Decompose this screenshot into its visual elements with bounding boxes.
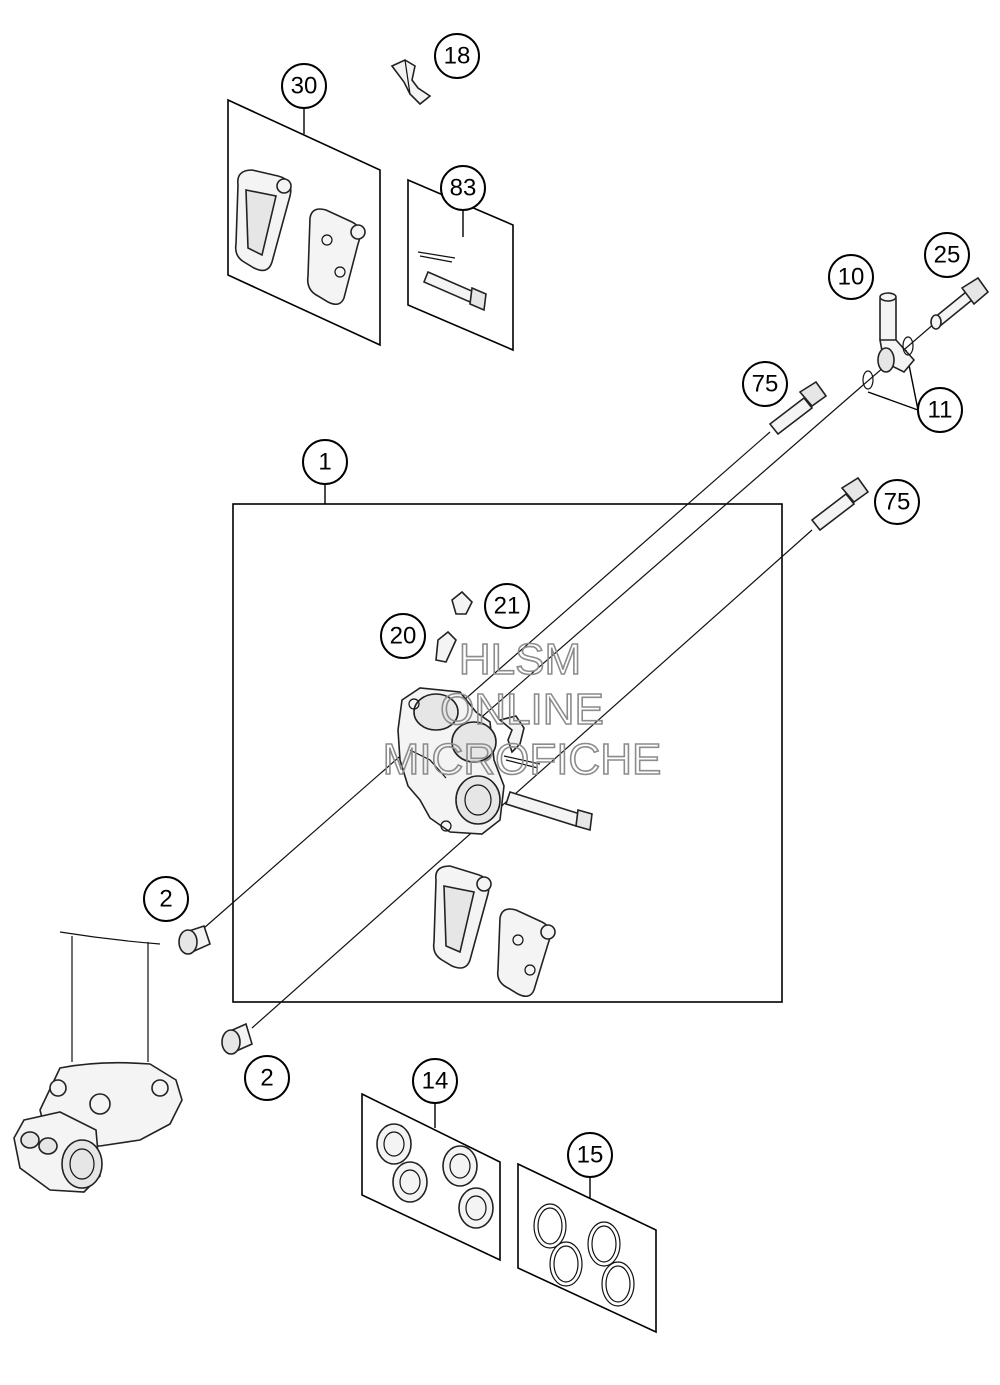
callout-15: 15 — [567, 1132, 613, 1178]
seal-ring-icon — [862, 370, 874, 390]
brake-caliper-icon — [397, 687, 593, 835]
brake-pads-assembly-icon — [432, 865, 556, 998]
watermark-line1: HLSM — [459, 635, 581, 684]
callout-83: 83 — [440, 165, 486, 211]
kit-box-14 — [361, 1092, 501, 1262]
kit-box-83 — [407, 178, 514, 352]
watermark-line3: MICROFICHE — [383, 735, 662, 784]
callout-75-lower: 75 — [874, 479, 920, 525]
svg-text:30: 30 — [291, 73, 318, 100]
callout-14: 14 — [412, 1058, 458, 1104]
svg-text:25: 25 — [934, 242, 961, 269]
pad-spring-icon — [390, 59, 432, 106]
bleeder-cap-icon — [451, 590, 473, 615]
assembly-box-1 — [232, 503, 783, 1003]
callout-1: 1 — [302, 439, 348, 485]
callout-2-upper: 2 — [143, 876, 189, 922]
bleeder-screw-icon — [435, 630, 457, 663]
callout-21: 21 — [484, 583, 530, 629]
kit-box-15 — [517, 1162, 657, 1334]
spacer-upper-icon — [178, 924, 211, 955]
watermark: HLSM ONLINE MICROFICHE — [382, 634, 662, 785]
svg-text:20: 20 — [390, 623, 417, 650]
caliper-bolt-upper-icon — [768, 380, 828, 436]
axis-line-banjo — [429, 385, 863, 763]
leader-11a — [867, 391, 919, 411]
callout-11: 11 — [917, 387, 963, 433]
callout-75-upper: 75 — [742, 361, 788, 407]
svg-text:83: 83 — [450, 175, 477, 202]
svg-text:10: 10 — [838, 264, 865, 291]
callout-10: 10 — [828, 254, 874, 300]
svg-text:75: 75 — [884, 489, 911, 516]
fork-leg-icon — [13, 931, 183, 1193]
svg-text:14: 14 — [422, 1068, 449, 1095]
svg-text:1: 1 — [318, 449, 331, 476]
pistons-kit-icon — [376, 1123, 494, 1229]
svg-text:2: 2 — [260, 1065, 273, 1092]
svg-text:11: 11 — [928, 397, 953, 424]
pad-pin-kit-icon — [417, 251, 487, 312]
spacer-lower-icon — [221, 1022, 253, 1055]
caliper-bolt-lower-icon — [810, 476, 870, 532]
callout-25: 25 — [924, 232, 970, 278]
banjo-bolt-icon — [930, 276, 990, 330]
callout-20: 20 — [380, 613, 426, 659]
axis-line-lower-bolt — [251, 529, 813, 1029]
svg-text:2: 2 — [159, 886, 172, 913]
banjo-fitting-icon — [877, 292, 916, 373]
callout-2-lower: 2 — [244, 1055, 290, 1101]
svg-text:21: 21 — [494, 593, 521, 620]
seal-kit-icon — [533, 1203, 635, 1307]
svg-text:18: 18 — [444, 43, 471, 70]
watermark-line2: ONLINE — [440, 685, 604, 734]
callout-30: 30 — [281, 63, 327, 109]
brake-pads-icon — [234, 169, 366, 306]
svg-text:75: 75 — [752, 371, 779, 398]
svg-text:15: 15 — [577, 1142, 604, 1169]
kit-box-30 — [227, 98, 381, 347]
callout-18: 18 — [434, 33, 480, 79]
axis-line-upper-bolt — [203, 431, 771, 929]
seal-ring-icon — [902, 336, 914, 356]
